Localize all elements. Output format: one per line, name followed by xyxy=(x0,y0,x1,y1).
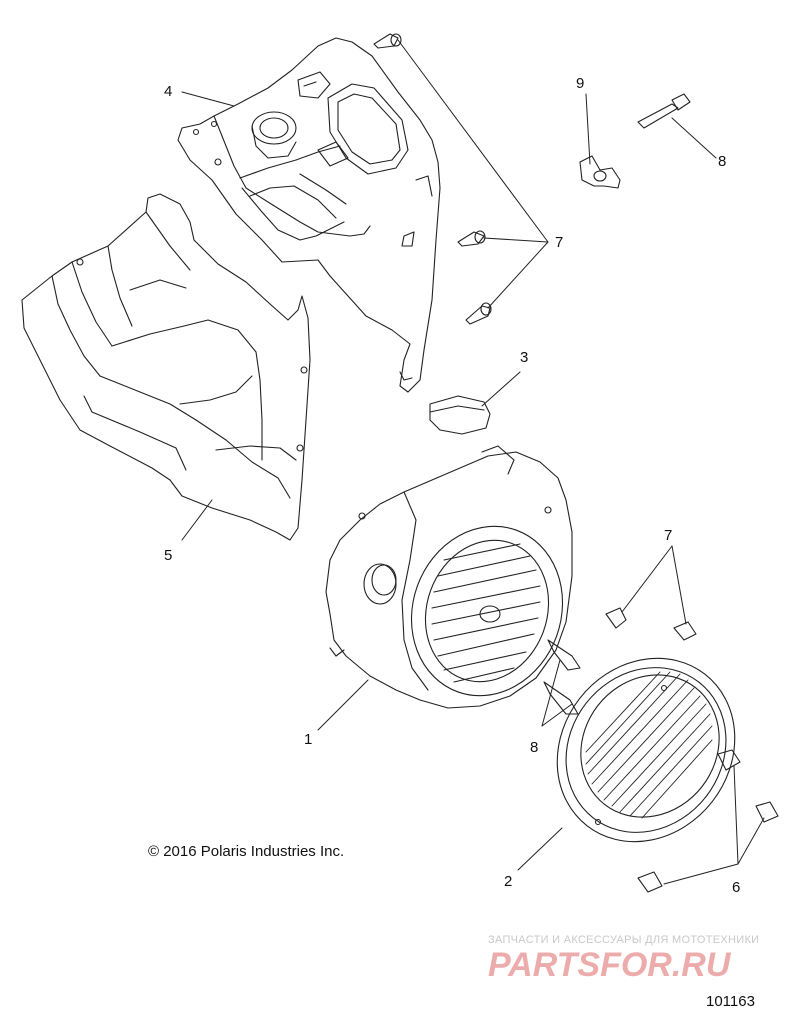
callout-8-lower: 8 xyxy=(530,739,539,756)
screws-7-right xyxy=(605,607,697,641)
clamp-9 xyxy=(579,155,621,189)
callout-6: 6 xyxy=(732,879,741,896)
callout-8-top: 8 xyxy=(718,153,727,170)
part-3-plug xyxy=(429,395,491,435)
callout-4: 4 xyxy=(164,83,173,100)
screws-6 xyxy=(637,749,779,893)
callout-5: 5 xyxy=(164,547,173,564)
leader-lines xyxy=(181,39,765,885)
bolt-8-top xyxy=(637,93,691,129)
part-5-lower-duct xyxy=(21,193,311,541)
callout-7-right: 7 xyxy=(664,527,673,544)
callout-9: 9 xyxy=(576,75,585,92)
part-2-grille-cover xyxy=(556,657,736,843)
bolts-8-lower xyxy=(543,639,581,715)
screw-top-7 xyxy=(373,33,402,49)
callout-7-top: 7 xyxy=(555,234,564,251)
part-4-upper-duct xyxy=(177,37,441,393)
watermark-logo: PARTSFOR.RU xyxy=(488,946,732,984)
callout-2: 2 xyxy=(504,873,513,890)
screw-mid-7a xyxy=(457,230,486,247)
part-1-fan-housing xyxy=(325,445,573,709)
watermark-logo-text: PARTSFOR.RU xyxy=(488,946,732,984)
copyright-notice: © 2016 Polaris Industries Inc. xyxy=(148,843,345,860)
watermark-tagline: ЗАПЧАСТИ И АКСЕССУАРЫ ДЛЯ МОТОТЕХНИКИ xyxy=(488,934,760,946)
callout-1: 1 xyxy=(304,731,313,748)
callout-3: 3 xyxy=(520,349,529,366)
document-number: 101163 xyxy=(706,993,755,1010)
screw-mid-7b xyxy=(465,302,492,325)
